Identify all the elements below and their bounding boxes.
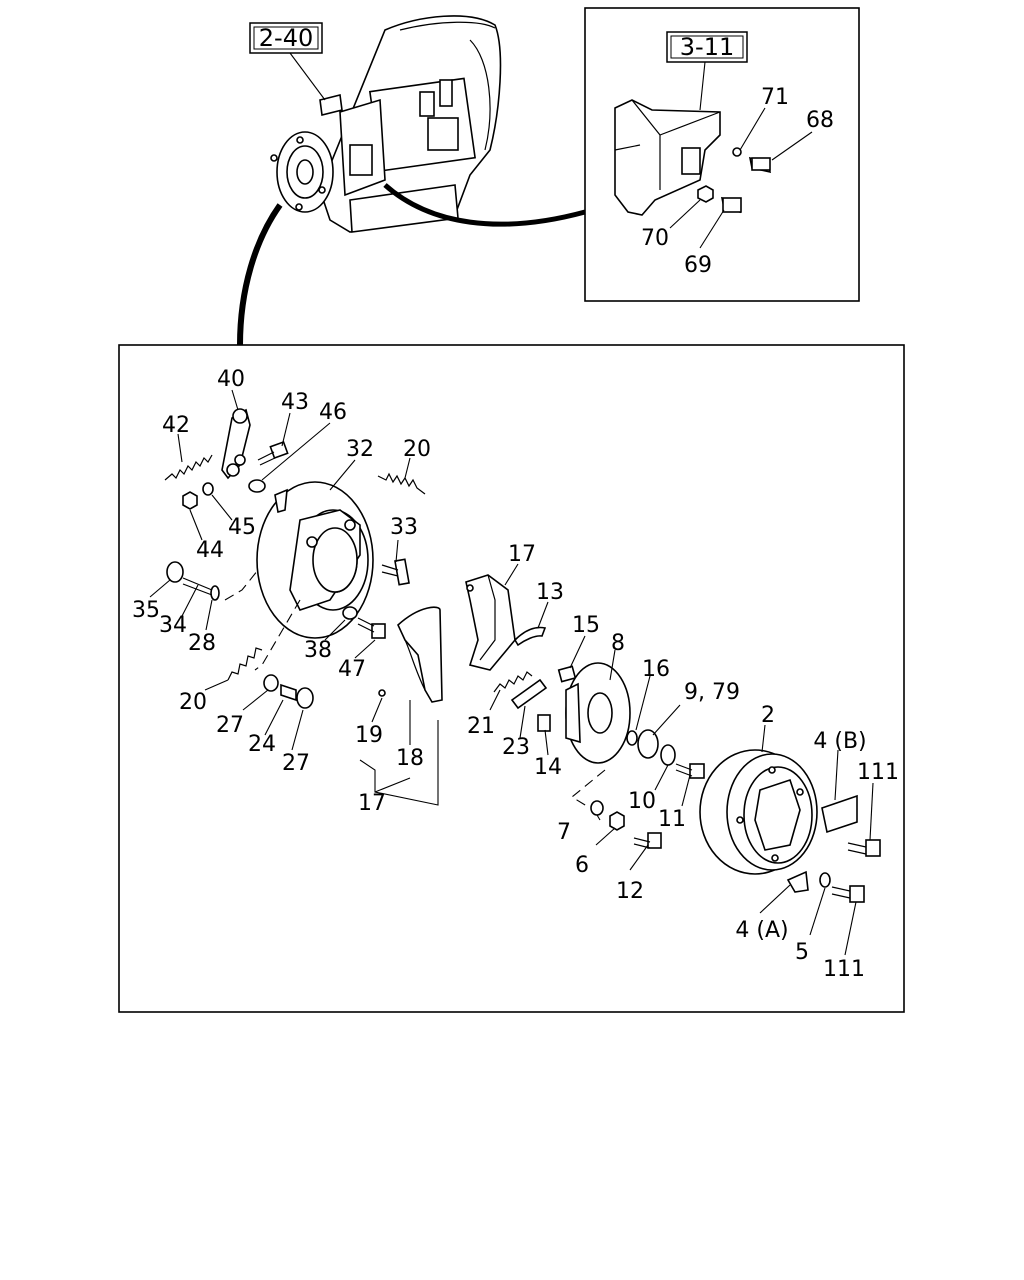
leader-lines [149,389,874,956]
part-label-4b: 4 (B) [813,729,866,754]
part-label-68: 68 [806,108,834,133]
part-label-70: 70 [641,226,669,251]
bracket-drawing [614,99,772,216]
part-label-71: 71 [761,85,789,110]
part-label-43: 43 [281,390,309,415]
brake-parts-drawing [164,408,881,903]
part-label-5: 5 [795,940,809,965]
part-label-16: 16 [642,657,670,682]
part-label-17-lower: 17 [358,791,386,816]
transmission-leader-curve [237,203,283,346]
reference-bracket-label: 3-11 [680,33,734,61]
transmission-drawing [270,15,502,233]
reference-box-transmission: 2-40 [249,22,326,101]
part-label-45: 45 [228,515,256,540]
bracket-inset-frame [584,7,860,302]
part-label-111-lower: 111 [823,957,865,982]
part-label-7: 7 [557,820,571,845]
part-label-40: 40 [217,367,245,392]
part-label-23: 23 [502,735,530,760]
part-label-47: 47 [338,657,366,682]
part-label-10: 10 [628,789,656,814]
part-label-28: 28 [188,631,216,656]
part-label-13: 13 [536,580,564,605]
part-label-18: 18 [396,746,424,771]
part-label-32: 32 [346,437,374,462]
part-label-24: 24 [248,732,276,757]
part-label-9-79: 9, 79 [684,680,740,705]
part-label-17-upper: 17 [508,542,536,567]
reference-box-bracket: 3-11 [666,31,748,111]
part-label-42: 42 [162,413,190,438]
part-label-35: 35 [132,598,160,623]
part-label-20-upper: 20 [403,437,431,462]
part-label-4a: 4 (A) [735,918,788,943]
part-label-33: 33 [390,515,418,540]
part-label-11: 11 [658,807,686,832]
part-label-8: 8 [611,631,625,656]
part-label-6: 6 [575,853,589,878]
part-label-38: 38 [304,638,332,663]
main-view-frame [118,344,905,1013]
part-label-44: 44 [196,538,224,563]
part-label-19: 19 [355,723,383,748]
part-label-20-lower: 20 [179,690,207,715]
part-label-34: 34 [159,613,187,638]
part-label-27-right: 27 [282,751,310,776]
part-label-14: 14 [534,755,562,780]
part-label-12: 12 [616,879,644,904]
part-label-111-upper: 111 [857,760,899,785]
part-label-27-left: 27 [216,713,244,738]
reference-transmission-label: 2-40 [259,24,313,52]
part-label-21: 21 [467,714,495,739]
part-label-69: 69 [684,253,712,278]
bracket-leader-curve [383,183,586,227]
part-label-2: 2 [761,703,775,728]
part-label-15: 15 [572,613,600,638]
part-label-46: 46 [319,400,347,425]
